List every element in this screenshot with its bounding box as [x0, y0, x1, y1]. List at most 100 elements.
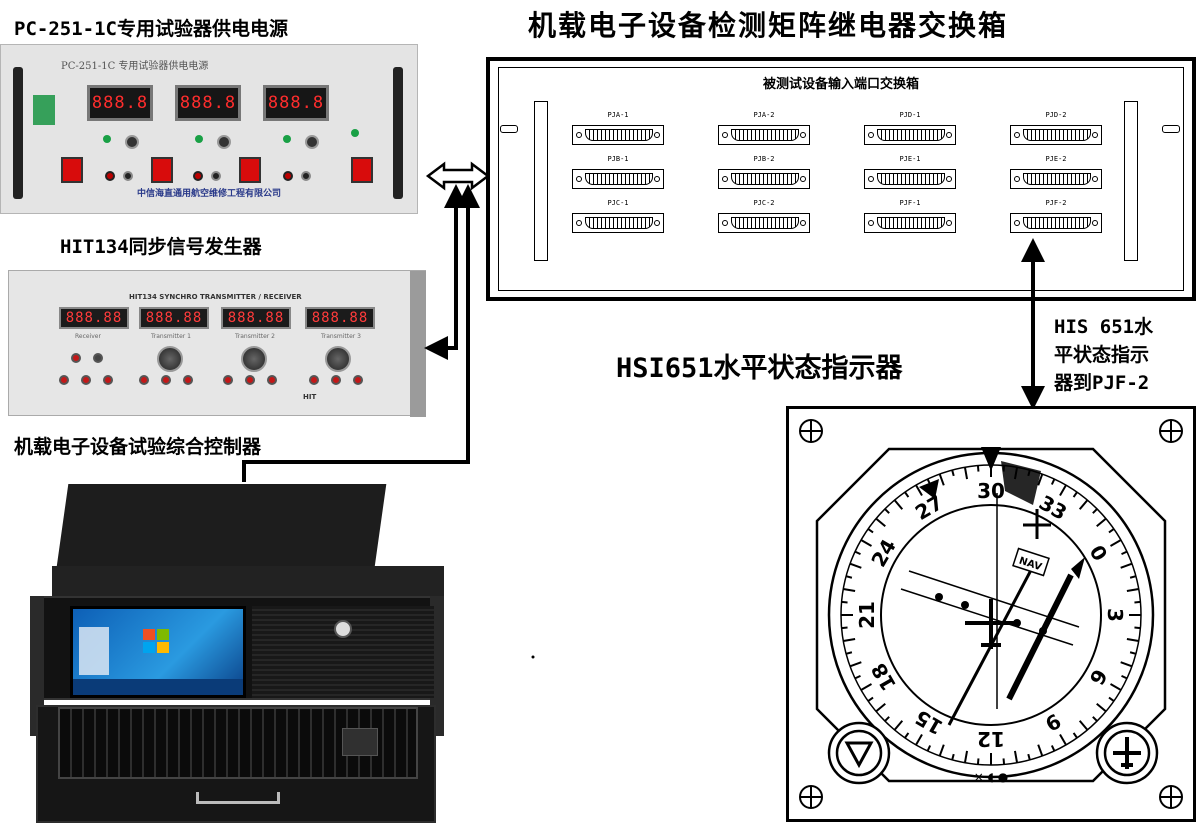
compass-tick [1072, 491, 1078, 498]
rack-handle-right [393, 67, 403, 199]
connector-label: PJB-1 [607, 155, 629, 163]
voltage-knob-1[interactable] [125, 135, 139, 149]
compass-tick [951, 469, 955, 477]
windows-logo-icon [73, 627, 243, 695]
compass-tick [875, 702, 886, 713]
stray-dot [531, 655, 535, 659]
compass-tick [938, 473, 945, 486]
indicator-led [195, 135, 203, 143]
terminal-red [193, 171, 203, 181]
compass-tick [1129, 575, 1137, 579]
connector-pjd-1[interactable]: PJD-1 [864, 111, 956, 151]
connector-pja-1[interactable]: PJA-1 [572, 111, 664, 151]
compass-tick [1121, 674, 1128, 680]
indicator-led [351, 129, 359, 137]
compass-tick [1096, 517, 1107, 528]
compass-tick [976, 465, 980, 472]
touchpad[interactable] [342, 728, 378, 756]
connector-pjb-1[interactable]: PJB-1 [572, 155, 664, 195]
receiver-label: Receiver [75, 333, 101, 340]
power-display-3: 888.8 [263, 85, 329, 121]
power-switch-1[interactable] [61, 157, 83, 183]
compass-tick [963, 750, 969, 763]
compass-tick [1108, 528, 1115, 534]
corner-screw [799, 419, 1183, 809]
transmitter-3-knob[interactable] [325, 346, 351, 372]
connector-pje-2[interactable]: PJE-2 [1010, 155, 1102, 195]
terminal-black [123, 171, 133, 181]
synchro-display-t2: 888.88 [221, 307, 291, 329]
compass-tick [845, 651, 853, 655]
controller-link-line [242, 184, 480, 482]
computer-screen[interactable] [70, 606, 246, 698]
jack [59, 375, 69, 385]
compass-tick [1078, 720, 1089, 731]
compass-label: 21 [855, 601, 879, 629]
compass-tick [904, 491, 910, 498]
compass-tick [893, 720, 904, 731]
compass-tick [867, 696, 874, 702]
hsi-caption: HSI651水平状态指示器 [616, 353, 903, 384]
compass-tick [963, 467, 969, 480]
compass-tick [1110, 539, 1122, 547]
connector-pjd-2[interactable]: PJD-2 [1010, 111, 1102, 151]
compass-tick [938, 744, 945, 757]
connector-pjf-1[interactable]: PJF-1 [864, 199, 956, 239]
compass-tick [1120, 661, 1133, 668]
compass-tick [849, 562, 862, 569]
rack-rail [410, 271, 426, 417]
mount-slot [500, 125, 518, 133]
connector-pjc-2[interactable]: PJC-2 [718, 199, 810, 239]
synchro-display-t1: 888.88 [139, 307, 209, 329]
power-display-2: 888.8 [175, 85, 241, 121]
power-supply-unit: PC-251-1C 专用试验器供电电源 888.8 888.8 888.8 中信… [0, 44, 418, 214]
compass-tick [860, 539, 872, 547]
connector-pjf-2[interactable]: PJF-2 [1010, 199, 1102, 239]
compass-tick [1096, 702, 1107, 713]
compass-tick [915, 484, 923, 496]
connector-label: PJB-2 [753, 155, 775, 163]
power-display-1: 888.8 [87, 85, 153, 121]
jack [139, 375, 149, 385]
compass-tick [1129, 651, 1137, 655]
compass-tick [1059, 734, 1067, 746]
compass-tick [1092, 508, 1098, 514]
compass-tick [1027, 753, 1031, 761]
connector-label: PJF-1 [899, 199, 921, 207]
voltage-knob-2[interactable] [217, 135, 231, 149]
connector-pjb-2[interactable]: PJB-2 [718, 155, 810, 195]
jack [331, 375, 341, 385]
connector-pjc-1[interactable]: PJC-1 [572, 199, 664, 239]
transmitter-1-knob[interactable] [157, 346, 183, 372]
connector-pje-1[interactable]: PJE-1 [864, 155, 956, 195]
power-switch-3[interactable] [239, 157, 261, 183]
synchro-display-receiver: 888.88 [59, 307, 129, 329]
compass-tick [976, 758, 980, 765]
exchange-box-inner [498, 67, 1184, 291]
synchro-caption: HIT134同步信号发生器 [60, 236, 262, 258]
compass-tick [841, 626, 848, 630]
compass-tick [1050, 478, 1056, 485]
hit-logo: HIT [303, 393, 317, 401]
terminal-red [283, 171, 293, 181]
hsi-link-label-line-3: 器到PJF-2 [1054, 372, 1150, 394]
connector-label: PJD-2 [1045, 111, 1067, 119]
transmitter-2-knob[interactable] [241, 346, 267, 372]
voltage-knob-3[interactable] [305, 135, 319, 149]
compass-tick [845, 575, 853, 579]
mount-rail-left [534, 101, 548, 261]
connector-pja-2[interactable]: PJA-2 [718, 111, 810, 151]
connector-label: PJE-2 [1045, 155, 1067, 163]
exchange-box-title: 被测试设备输入端口交换箱 [762, 77, 919, 92]
synchro-link-line [424, 184, 468, 360]
mount-rail-right [1124, 101, 1138, 261]
power-switch-main[interactable] [351, 157, 373, 183]
power-switch-2[interactable] [151, 157, 173, 183]
drawer-handle[interactable] [196, 792, 280, 804]
indicator-led [283, 135, 291, 143]
compass-tick [1121, 550, 1128, 556]
lock-icon [334, 620, 352, 638]
compass-tick [926, 745, 932, 752]
indicator-led [103, 135, 111, 143]
